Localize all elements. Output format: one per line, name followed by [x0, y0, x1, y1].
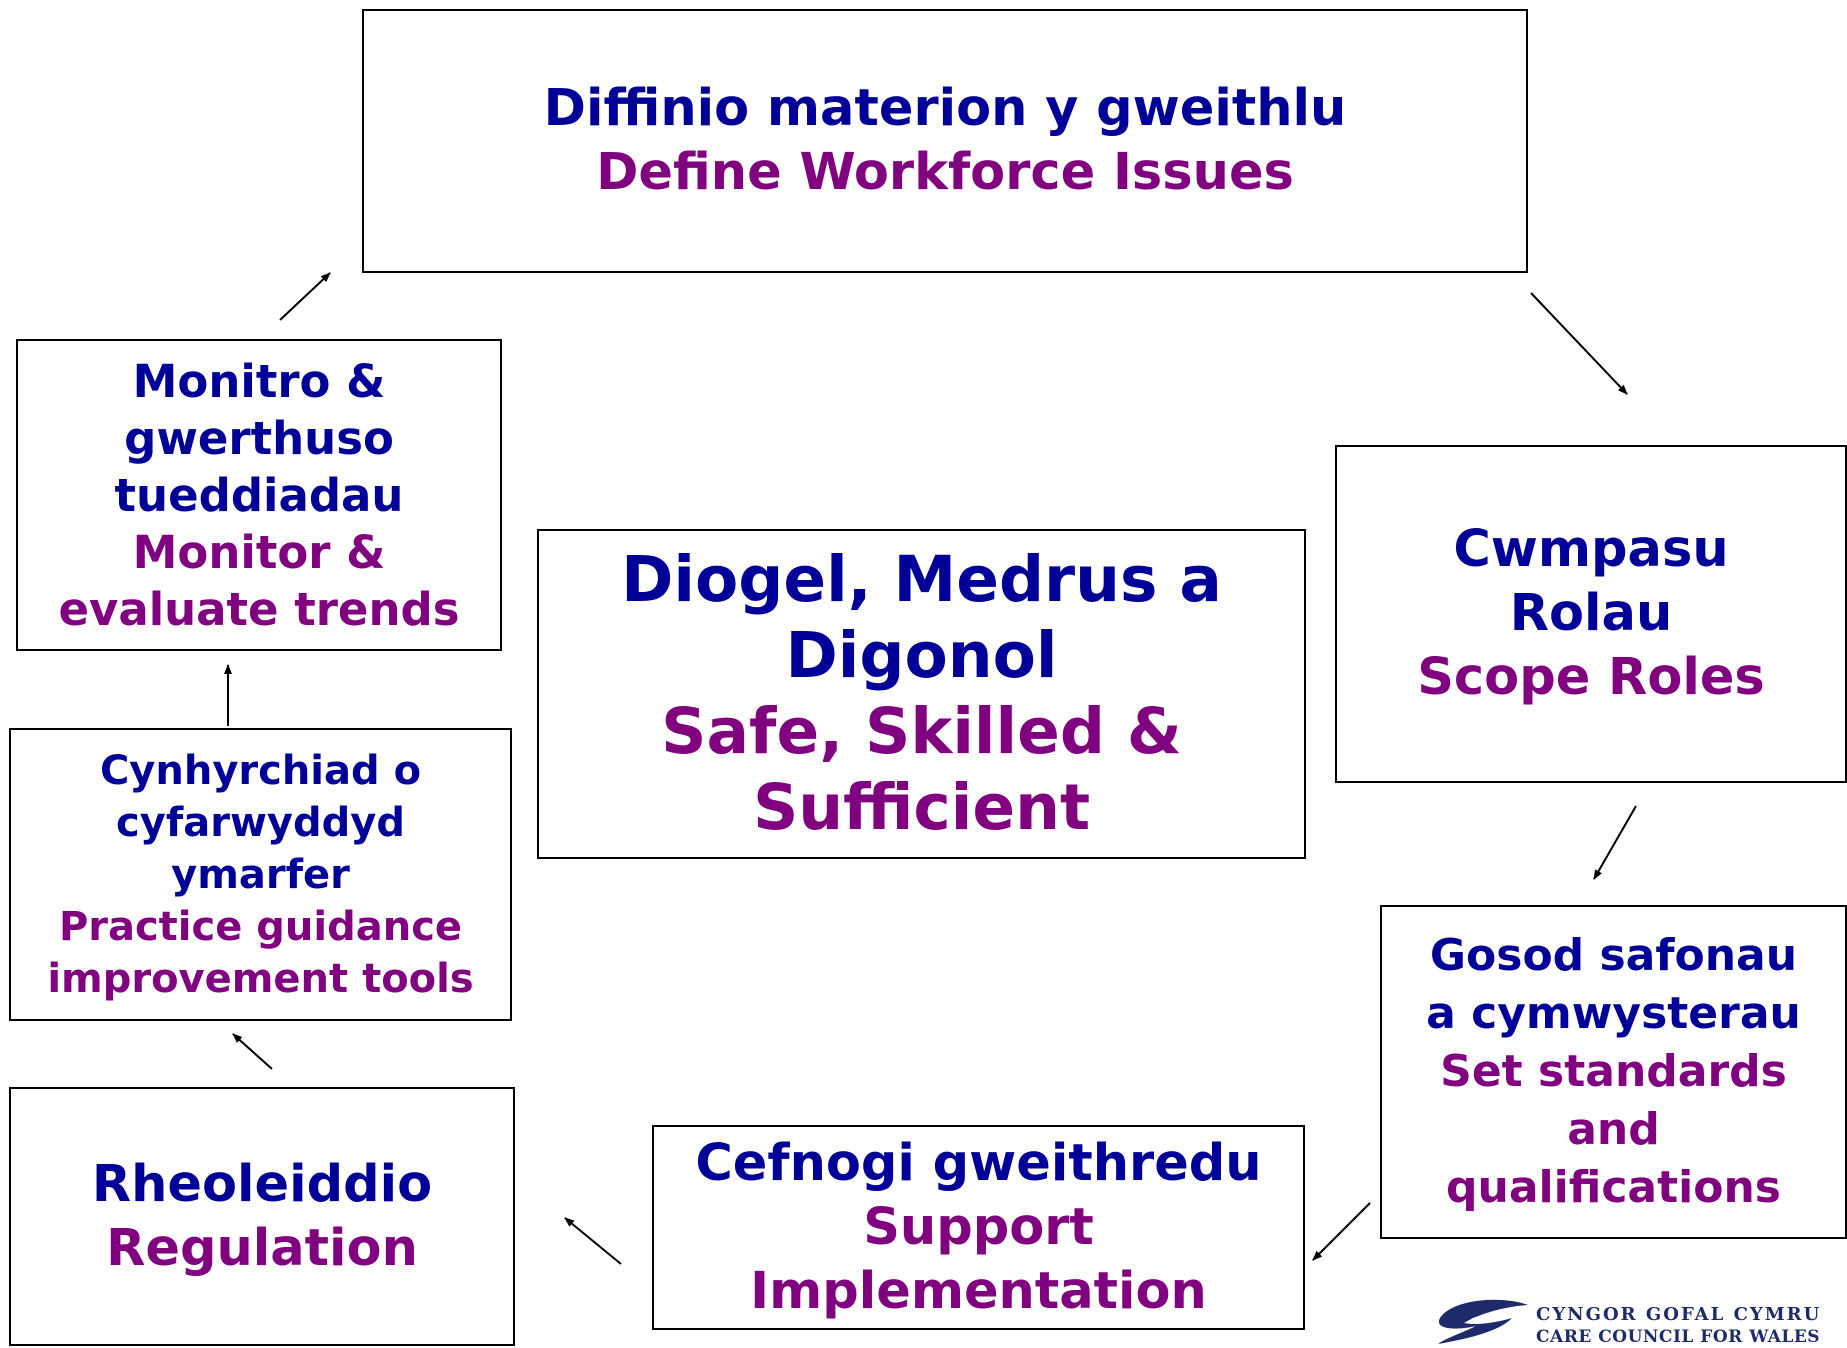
- node-welsh-label: Monitro &: [132, 354, 386, 408]
- node-english-label: Monitor &: [132, 525, 386, 579]
- node-welsh-label: cyfarwyddyd: [116, 799, 405, 846]
- arrow-monitor-to-define: [279, 272, 331, 321]
- node-welsh-label: Cynhyrchiad o: [99, 747, 422, 794]
- node-english-label: Regulation: [106, 1218, 418, 1278]
- node-english-label: Implementation: [750, 1261, 1207, 1321]
- node-english-label: Safe, Skilled &: [661, 695, 1182, 768]
- node-define-workforce-issues: Diffinio materion y gweithlu Define Work…: [362, 9, 1528, 273]
- node-english-label: qualifications: [1446, 1162, 1781, 1213]
- node-english-label: evaluate trends: [58, 582, 460, 636]
- node-regulation: Rheoleiddio Regulation: [9, 1087, 515, 1346]
- node-welsh-label: gwerthuso: [124, 411, 394, 465]
- node-welsh-label: Diogel, Medrus a: [621, 543, 1222, 616]
- arrow-support-to-regulation: [564, 1217, 622, 1265]
- node-welsh-label: Rheoleiddio: [91, 1154, 433, 1214]
- node-english-label: Support: [863, 1197, 1094, 1257]
- node-english-label: Practice guidance: [58, 903, 463, 950]
- arrow-scope-to-standards: [1593, 805, 1637, 880]
- node-english-label: Sufficient: [752, 771, 1091, 844]
- node-monitor-evaluate: Monitro & gwerthuso tueddiadau Monitor &…: [16, 339, 502, 651]
- node-set-standards: Gosod safonau a cymwysterau Set standard…: [1380, 905, 1847, 1239]
- arrow-regulation-to-practice: [232, 1033, 273, 1070]
- node-english-label: and: [1567, 1104, 1660, 1155]
- node-welsh-label: Diffinio materion y gweithlu: [543, 79, 1347, 138]
- node-welsh-label: tueddiadau: [114, 468, 404, 522]
- node-welsh-label: Cefnogi gweithredu: [695, 1133, 1262, 1193]
- node-support-implementation: Cefnogi gweithredu Support Implementatio…: [652, 1125, 1305, 1330]
- node-welsh-label: Digonol: [785, 619, 1058, 692]
- swirl-logo-icon: [1438, 1299, 1528, 1344]
- node-welsh-label: Cwmpasu: [1453, 520, 1729, 579]
- logo-text: CYNGOR GOFAL CYMRU CARE COUNCIL FOR WALE…: [1536, 1304, 1821, 1348]
- node-welsh-label: Gosod safonau: [1429, 930, 1798, 981]
- care-council-logo: CYNGOR GOFAL CYMRU CARE COUNCIL FOR WALE…: [1432, 1296, 1847, 1348]
- arrow-define-to-scope: [1530, 292, 1628, 395]
- node-practice-guidance: Cynhyrchiad o cyfarwyddyd ymarfer Practi…: [9, 728, 512, 1021]
- logo-english-name: CARE COUNCIL FOR WALES: [1536, 1327, 1821, 1347]
- node-scope-roles: Cwmpasu Rolau Scope Roles: [1335, 445, 1847, 783]
- node-english-label: Set standards: [1440, 1046, 1787, 1097]
- logo-welsh-name: CYNGOR GOFAL CYMRU: [1536, 1304, 1822, 1325]
- node-welsh-label: ymarfer: [171, 851, 350, 898]
- node-english-label: improvement tools: [47, 955, 474, 1002]
- node-english-label: Define Workforce Issues: [596, 143, 1294, 202]
- node-english-label: Scope Roles: [1417, 648, 1765, 707]
- node-welsh-label: a cymwysterau: [1426, 988, 1801, 1039]
- arrow-standards-to-support: [1312, 1202, 1371, 1261]
- node-center-safe-skilled-sufficient: Diogel, Medrus a Digonol Safe, Skilled &…: [537, 529, 1306, 859]
- node-welsh-label: Rolau: [1509, 584, 1673, 643]
